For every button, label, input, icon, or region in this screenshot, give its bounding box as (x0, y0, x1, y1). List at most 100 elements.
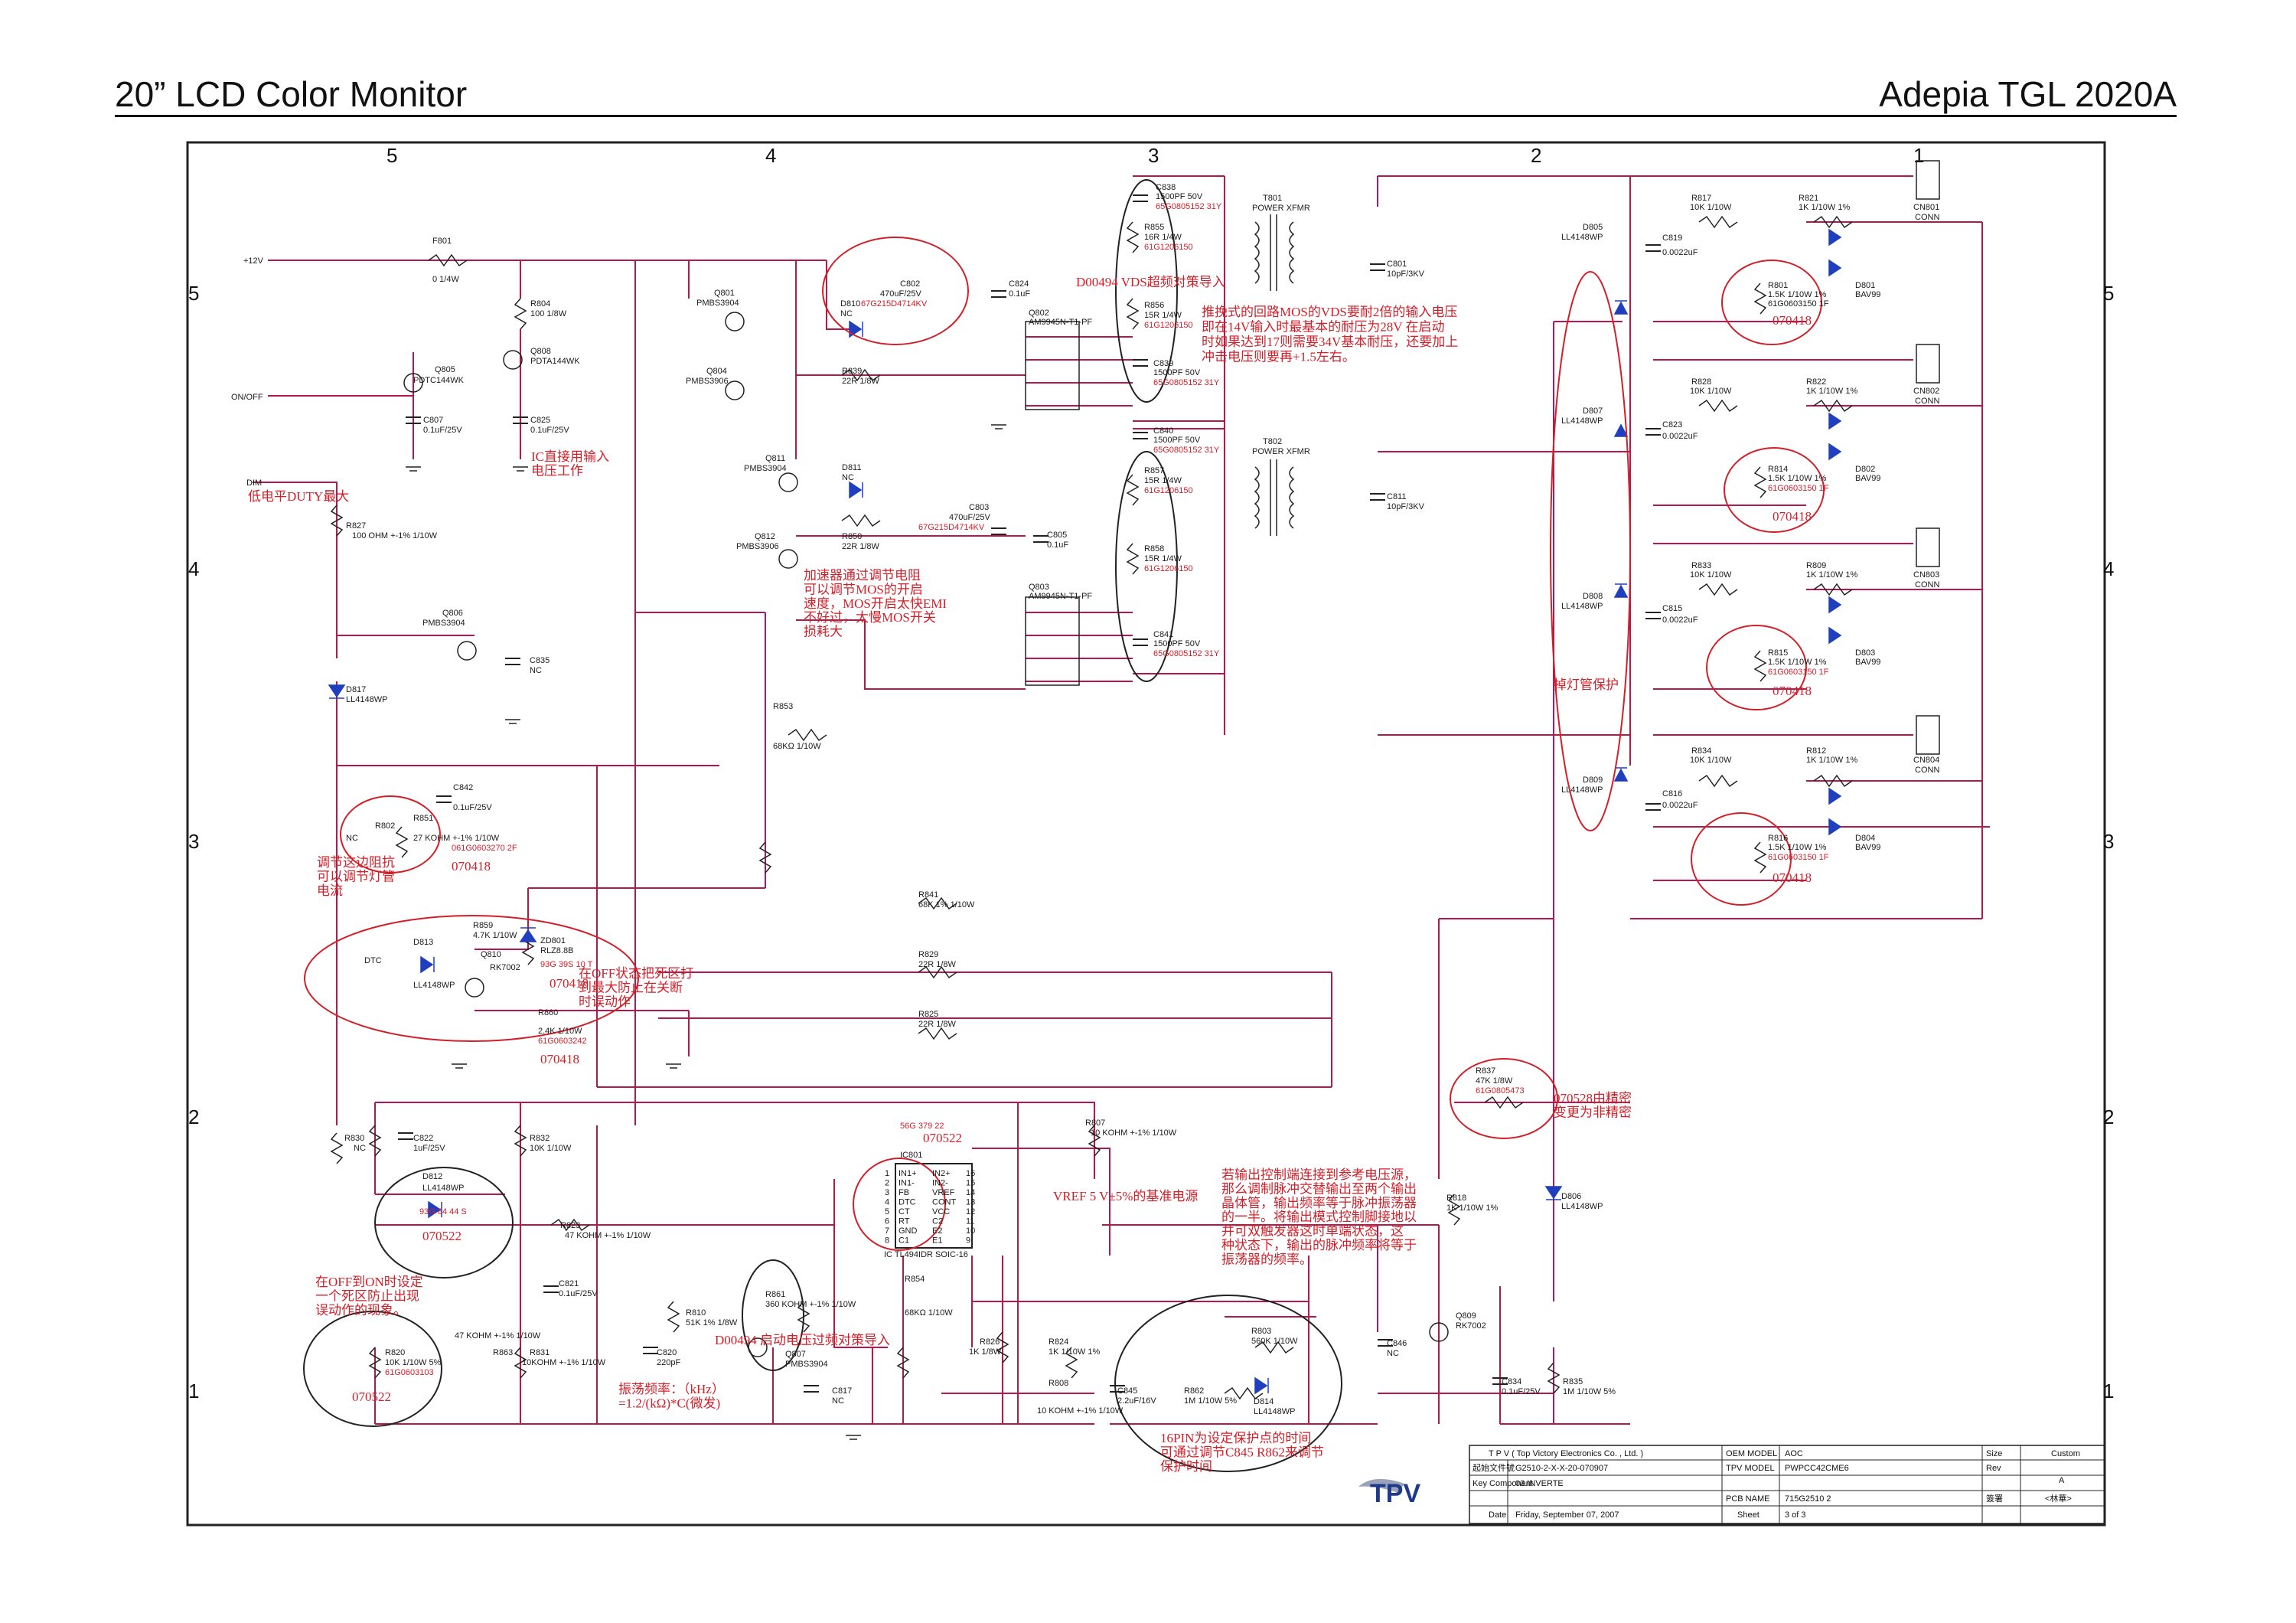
r825-val: 22R 1/8W (918, 1020, 957, 1029)
r863-ref: R863 (493, 1348, 513, 1357)
r853-val: 68KΩ 1/10W (773, 742, 821, 751)
r801-val: 1.5K 1/10W 1% (1768, 290, 1827, 299)
note-n-r837: 070528由精密变更为非精密 (1554, 1091, 1632, 1119)
r860-ref: R860 (538, 1008, 558, 1017)
q806-ref: Q806 (442, 609, 463, 618)
zd801-val: RLZ8.8B (540, 946, 573, 955)
r821-ref: R821 (1799, 194, 1818, 203)
ic801-pin-num: 10 (966, 1226, 975, 1236)
d811-val: NC (842, 473, 854, 482)
ic801-pin-cont: CONT (932, 1198, 956, 1207)
zd801-pn: 93G 39S 10 T (540, 960, 593, 969)
r814-pn: 61G0603150 1F (1768, 484, 1829, 493)
tb-rev-label: Rev (1986, 1464, 2001, 1473)
d801-ref: D801 (1855, 281, 1875, 290)
t801-ref: T801 (1263, 194, 1282, 203)
r835-val: 1M 1/10W 5% (1563, 1387, 1616, 1396)
c838-val: 1500PF 50V (1156, 192, 1203, 201)
grid-row-4-left: 4 (188, 557, 199, 580)
c819-ref: C819 (1662, 233, 1682, 243)
r851-pn: 061G0603270 2F (452, 844, 517, 853)
d807-ref: D807 (1583, 407, 1603, 416)
note-n-push-pull: 推挽式的回路MOS的VDS要耐2倍的输入电压即在14V输入时最基本的耐压为28V… (1202, 305, 1458, 364)
net-labels: +12V ON/OFF DIM DTC F801 0 1/4W (231, 237, 459, 965)
d812-val: LL4148WP (422, 1184, 464, 1193)
q804-val: PMBS3906 (686, 377, 729, 386)
tb-key: 03.INVERTE (1515, 1479, 1564, 1488)
r827-val: 100 OHM +-1% 1/10W (352, 531, 438, 540)
ic801-pin-num: 6 (885, 1217, 889, 1226)
r855-val: 16R 1/4W (1144, 233, 1182, 242)
r822-val: 1K 1/10W 1% (1806, 387, 1857, 396)
r841-ref: R841 (918, 890, 938, 900)
tb-pcb: 715G2510 2 (1785, 1494, 1831, 1504)
r857-val: 15R 1/4W (1144, 476, 1182, 485)
ic801-pin-num: 4 (885, 1198, 889, 1207)
grid-row-3-left: 3 (188, 830, 199, 853)
tb-size: Custom (2051, 1449, 2080, 1458)
page-title-right: Adepia TGL 2020A (1879, 74, 2177, 114)
c817-val: NC (832, 1396, 844, 1406)
cn803-val: CONN (1915, 580, 1939, 589)
ic801-pin-num: 9 (966, 1236, 970, 1246)
c807-ref: C807 (423, 416, 443, 425)
cn804-ref: CN804 (1913, 756, 1939, 765)
ground-symbols (406, 424, 1006, 1440)
q801-ref: Q801 (714, 289, 735, 298)
c824-val: 0.1uF (1009, 289, 1030, 299)
c835-ref: C835 (530, 656, 550, 665)
ic801-pin-in2: IN2- (932, 1179, 948, 1188)
note-n-vref: VREF 5 V±5%的基准电源 (1053, 1189, 1198, 1203)
c841-ref: C841 (1153, 630, 1173, 639)
r812-ref: R812 (1806, 746, 1826, 756)
r803-ref: R803 (1251, 1327, 1271, 1336)
note-d-070418-c: 070418 (1773, 684, 1812, 698)
c842-val: 0.1uF/25V (453, 803, 492, 812)
r816-ref: R816 (1768, 834, 1788, 843)
d803-val: BAV99 (1855, 658, 1880, 667)
c839-ref: C839 (1153, 359, 1173, 368)
tb-company: T P V ( Top Victory Electronics Co. , Lt… (1489, 1449, 1643, 1458)
c802-pn: 67G215D4714KV (861, 299, 928, 309)
r830-val: NC (354, 1144, 366, 1153)
c820-ref: C820 (657, 1348, 677, 1357)
r801-pn: 61G0603150 1F (1768, 299, 1829, 309)
cn802-val: CONN (1915, 397, 1939, 406)
grid-row-2-left: 2 (188, 1105, 199, 1128)
r828-ref: R828 (1691, 377, 1711, 387)
note-n-lamp-protect: 掉灯管保护 (1554, 678, 1619, 692)
t802-val: POWER XFMR (1252, 447, 1310, 456)
r837-val: 47K 1/8W (1476, 1076, 1513, 1086)
r804-ref: R804 (530, 299, 550, 309)
r831-val: 10KOHM +-1% 1/10W (522, 1358, 606, 1367)
r815-ref: R815 (1768, 648, 1788, 658)
tb-sheet: 3 of 3 (1785, 1510, 1806, 1520)
note-d-070418-b: 070418 (1773, 509, 1812, 524)
q810-ref: Q810 (481, 950, 501, 959)
c821-ref: C821 (559, 1279, 579, 1288)
grid-row-4-right: 4 (2103, 557, 2114, 580)
q806-val: PMBS3904 (422, 619, 465, 628)
d808-ref: D808 (1583, 592, 1603, 601)
tb-key-label: Key Component (1473, 1479, 1533, 1488)
r804-val: 100 1/8W (530, 309, 567, 318)
r807-val: 10 KOHM +-1% 1/10W (1091, 1128, 1177, 1138)
d810-ref: D810 (840, 299, 860, 309)
ic801-pin-num: 8 (885, 1236, 889, 1246)
ic801-pin-num: 5 (885, 1207, 889, 1216)
r809-ref: R809 (1806, 561, 1826, 570)
ic801-pin-in2: IN2+ (932, 1169, 951, 1178)
d811-ref: D811 (842, 463, 861, 472)
r835-ref: R835 (1563, 1377, 1583, 1386)
r816-val: 1.5K 1/10W 1% (1768, 843, 1827, 852)
c841-pn: 65G0805152 31Y (1153, 649, 1220, 658)
r818-val: 1K 1/10W 1% (1446, 1203, 1498, 1213)
c819-val: 0.0022uF (1662, 248, 1698, 257)
c839-val: 1500PF 50V (1153, 368, 1201, 377)
q803-val: AM9945N-T1-PF (1029, 592, 1092, 601)
r857-ref: R857 (1144, 466, 1164, 475)
ic801-pins: IN1+1IN1-2FB3DTC4CT5RT6GND7C18IN2+16IN2-… (885, 1169, 975, 1246)
r822-ref: R822 (1806, 377, 1826, 387)
c841-val: 1500PF 50V (1153, 639, 1201, 648)
zd801-ref: ZD801 (540, 936, 566, 945)
